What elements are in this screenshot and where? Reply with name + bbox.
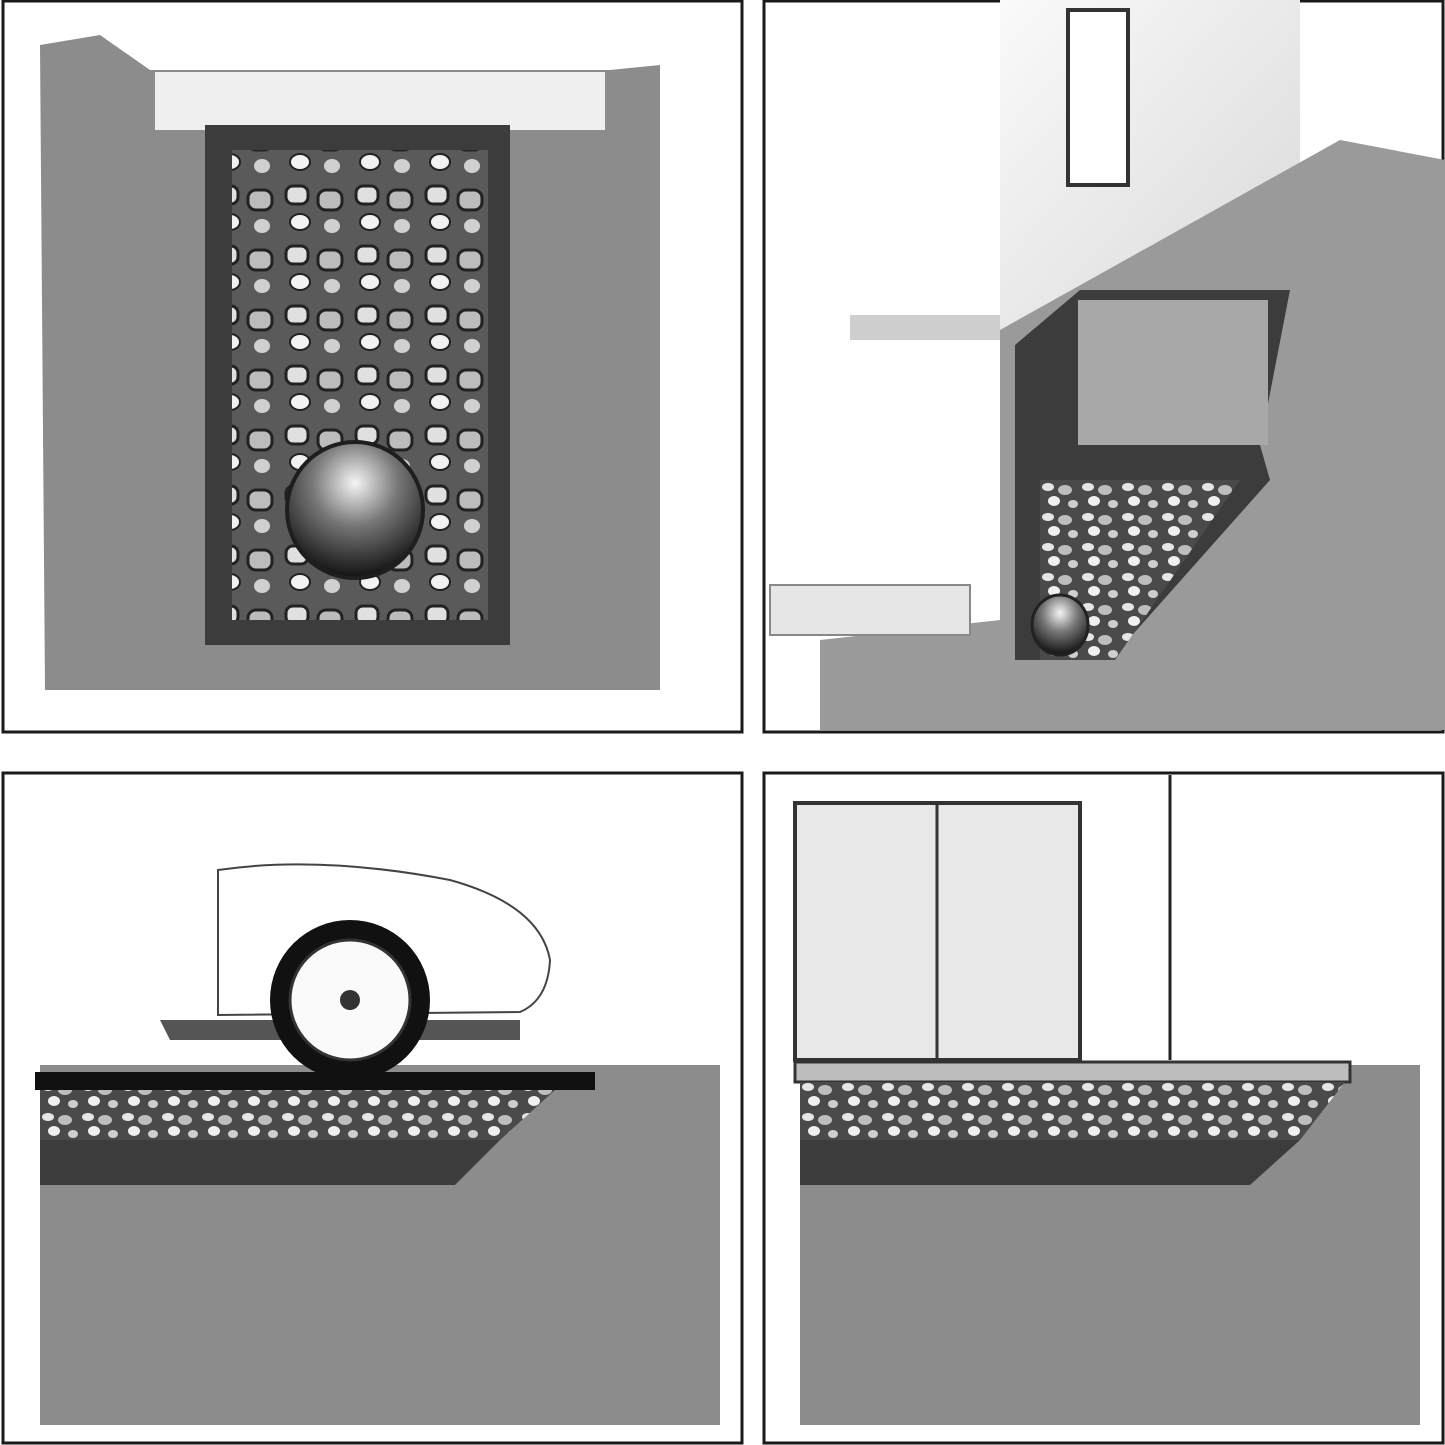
panel-foundation-drain	[762, 0, 1445, 734]
panel-patio-base	[762, 771, 1445, 1445]
panel-driveway-base	[1, 771, 744, 1445]
trench-opening	[155, 72, 605, 130]
window	[1066, 8, 1130, 187]
paving-layer	[793, 1060, 1352, 1084]
floor-slab	[769, 584, 971, 636]
panel-trench-drain	[1, 0, 744, 734]
gravel-base	[40, 1090, 555, 1140]
sub-base	[40, 1140, 500, 1185]
gravel-fill	[1040, 480, 1240, 660]
ledge	[850, 315, 1000, 340]
pavement-layer	[35, 1072, 595, 1090]
hub-center	[340, 990, 360, 1010]
drain-pipe-icon	[1030, 593, 1090, 657]
sub-base	[800, 1140, 1300, 1185]
drain-pipe-icon	[285, 440, 425, 580]
foundation-footing	[1078, 300, 1268, 445]
gravel-base	[800, 1082, 1345, 1140]
